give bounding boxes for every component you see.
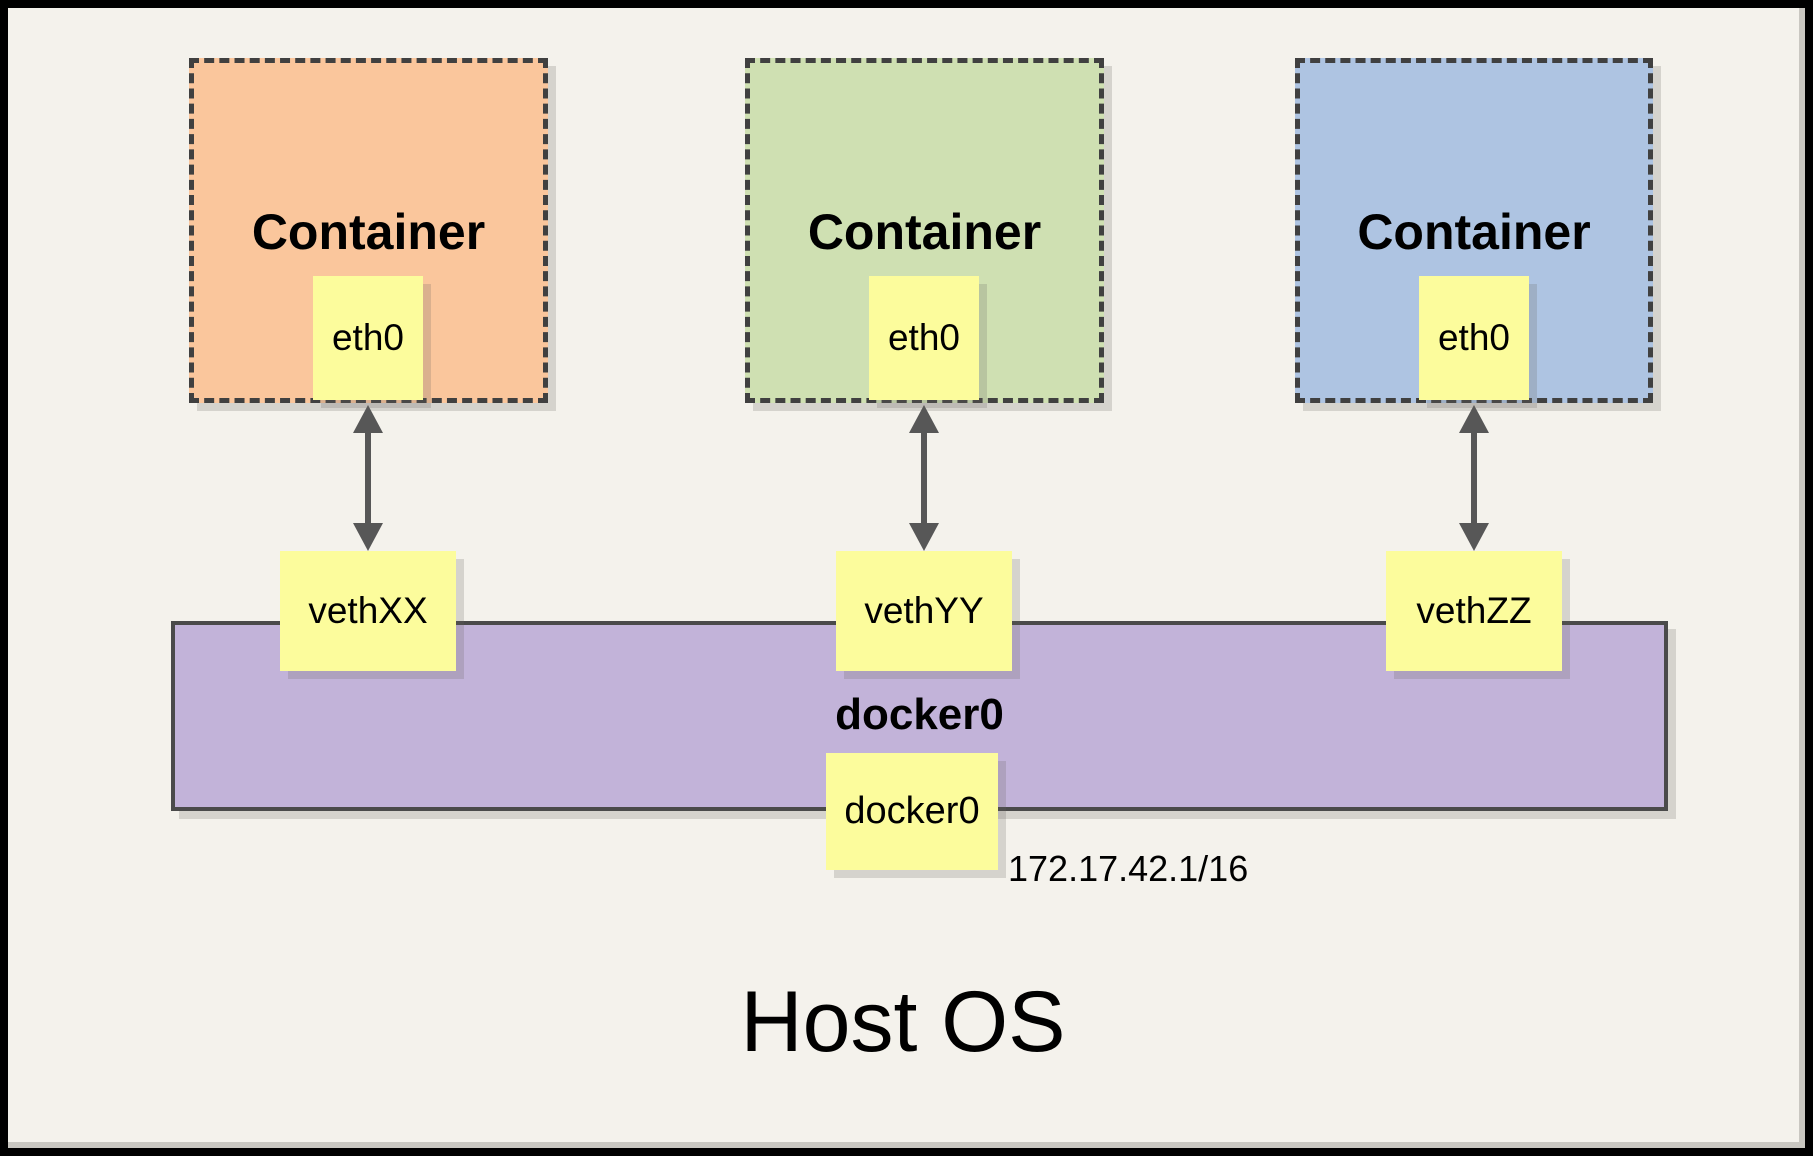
bridge-ip-label: 172.17.42.1/16 xyxy=(1008,848,1249,889)
veth-link-arrow-2 xyxy=(909,405,939,551)
veth-link-arrow-1 xyxy=(353,405,383,551)
container-2-eth0-label: eth0 xyxy=(887,317,960,358)
container-box-1: Container eth0 xyxy=(189,58,548,403)
veth-node-1-label: vethXX xyxy=(308,590,428,631)
container-3-eth0-label: eth0 xyxy=(1437,317,1510,358)
arrow-shaft xyxy=(1471,427,1477,529)
arrowhead-down-icon xyxy=(1459,523,1489,551)
container-3-label: Container xyxy=(1357,204,1591,260)
veth-node-1: vethXX xyxy=(280,551,456,671)
veth-node-3-label: vethZZ xyxy=(1416,590,1532,631)
docker0-interface-node: docker0 xyxy=(826,753,998,870)
arrowhead-down-icon xyxy=(909,523,939,551)
veth-node-2: vethYY xyxy=(836,551,1012,671)
host-os-label: Host OS xyxy=(740,974,1066,1070)
veth-node-2-label: vethYY xyxy=(864,590,984,631)
container-1-label: Container xyxy=(251,204,486,260)
container-box-2: Container eth0 xyxy=(745,58,1104,403)
container-box-3: Container eth0 xyxy=(1295,58,1653,403)
docker0-interface-label: docker0 xyxy=(844,790,980,832)
container-2-eth0-port: eth0 xyxy=(869,276,979,400)
page-background: Container eth0 Container eth0 Container … xyxy=(8,8,1805,1148)
container-1-eth0-port: eth0 xyxy=(313,276,423,400)
container-3-eth0-port: eth0 xyxy=(1419,276,1529,400)
arrowhead-down-icon xyxy=(353,523,383,551)
arrow-shaft xyxy=(365,427,371,529)
container-1-eth0-label: eth0 xyxy=(331,317,404,358)
container-2-label: Container xyxy=(807,204,1042,260)
arrow-shaft xyxy=(921,427,927,529)
veth-node-3: vethZZ xyxy=(1386,551,1562,671)
veth-link-arrow-3 xyxy=(1459,405,1489,551)
docker0-bridge-label: docker0 xyxy=(835,690,1004,739)
